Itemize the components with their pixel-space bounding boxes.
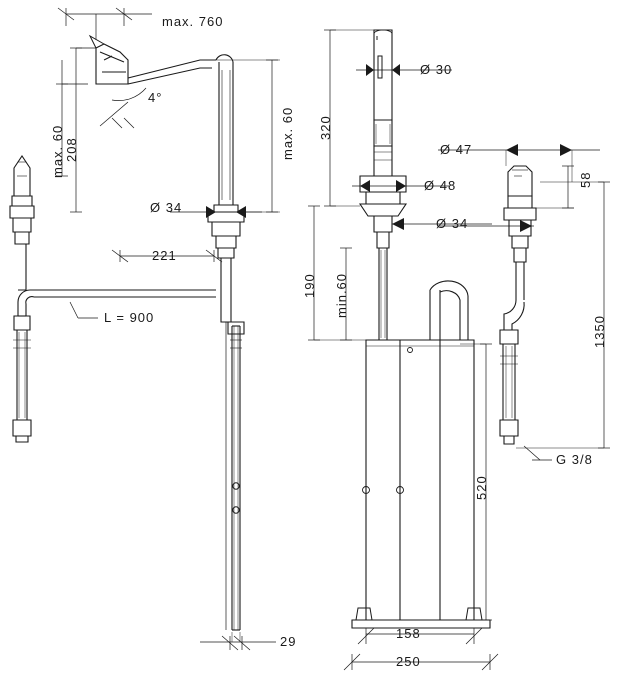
center-view-geometry	[351, 29, 491, 629]
dim-250: 250	[396, 654, 421, 669]
dim-angle-4deg: 4°	[148, 90, 163, 105]
dim-58: 58	[578, 171, 593, 188]
dim-max-60-left: max. 60	[50, 124, 65, 178]
dim-d48: Ø 48	[424, 178, 457, 193]
dim-d34-left: Ø 34	[150, 200, 183, 215]
dim-d30: Ø 30	[420, 62, 453, 77]
dim-208: 208	[64, 137, 79, 162]
center-view-dimensions	[308, 29, 499, 671]
dim-max-760: max. 760	[162, 14, 224, 29]
left-view-dimensions	[56, 7, 280, 651]
dim-190: 190	[302, 273, 317, 298]
dim-d34-center: Ø 34	[436, 216, 469, 231]
dim-min-60: min.60	[334, 272, 349, 318]
right-view-dimensions	[438, 144, 610, 461]
dim-221: 221	[152, 248, 177, 263]
dim-158: 158	[396, 626, 421, 641]
dim-l-900: L = 900	[104, 310, 155, 325]
left-view-geometry	[9, 34, 245, 631]
dim-max-60-right: max. 60	[280, 106, 295, 160]
dim-1350: 1350	[592, 315, 607, 348]
right-view-geometry	[499, 165, 537, 445]
dim-29: 29	[280, 634, 297, 649]
dim-g38: G 3/8	[556, 452, 593, 467]
dim-d47: Ø 47	[440, 142, 473, 157]
dim-520: 520	[474, 475, 489, 500]
dim-320: 320	[318, 115, 333, 140]
